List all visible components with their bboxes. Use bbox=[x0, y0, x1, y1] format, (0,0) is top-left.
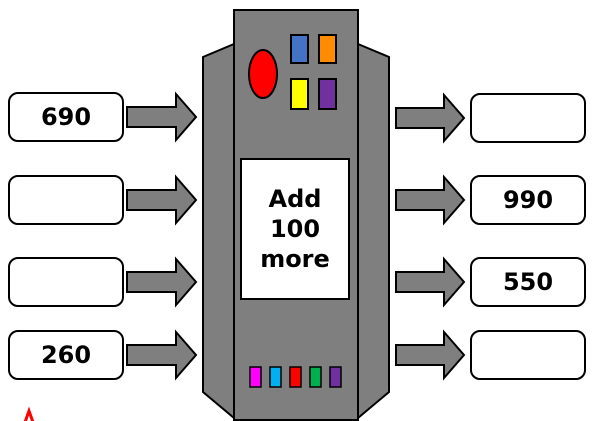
machine-instruction: Add 100 more bbox=[240, 158, 350, 300]
instruction-line-3: more bbox=[260, 245, 330, 273]
output-box-3: 550 bbox=[470, 257, 586, 307]
yellow-square bbox=[290, 78, 309, 110]
input-arrow-2 bbox=[126, 174, 198, 226]
input-box-1: 690 bbox=[8, 92, 124, 142]
output-box-2: 990 bbox=[470, 175, 586, 225]
left-flap bbox=[202, 42, 235, 421]
instruction-line-1: Add bbox=[268, 185, 322, 213]
caret-icon bbox=[23, 406, 35, 421]
strip-red bbox=[289, 366, 302, 388]
red-light-icon bbox=[248, 49, 278, 99]
right-flap bbox=[357, 42, 390, 421]
output-arrow-1 bbox=[395, 92, 466, 144]
input-box-3 bbox=[8, 257, 124, 307]
input-arrow-1 bbox=[126, 91, 198, 143]
input-arrow-4 bbox=[126, 329, 198, 381]
strip-purple bbox=[329, 366, 342, 388]
purple-square bbox=[318, 78, 337, 110]
input-arrow-3 bbox=[126, 256, 198, 308]
blue-square bbox=[290, 34, 309, 64]
instruction-line-2: 100 bbox=[269, 215, 321, 243]
input-box-2 bbox=[8, 175, 124, 225]
output-box-1 bbox=[470, 93, 586, 143]
orange-square bbox=[318, 34, 337, 64]
strip-magenta bbox=[249, 366, 262, 388]
strip-cyan bbox=[269, 366, 282, 388]
input-box-4: 260 bbox=[8, 330, 124, 380]
output-arrow-4 bbox=[395, 329, 466, 381]
output-box-4 bbox=[470, 330, 586, 380]
output-arrow-2 bbox=[395, 174, 466, 226]
output-arrow-3 bbox=[395, 256, 466, 308]
strip-green bbox=[309, 366, 322, 388]
